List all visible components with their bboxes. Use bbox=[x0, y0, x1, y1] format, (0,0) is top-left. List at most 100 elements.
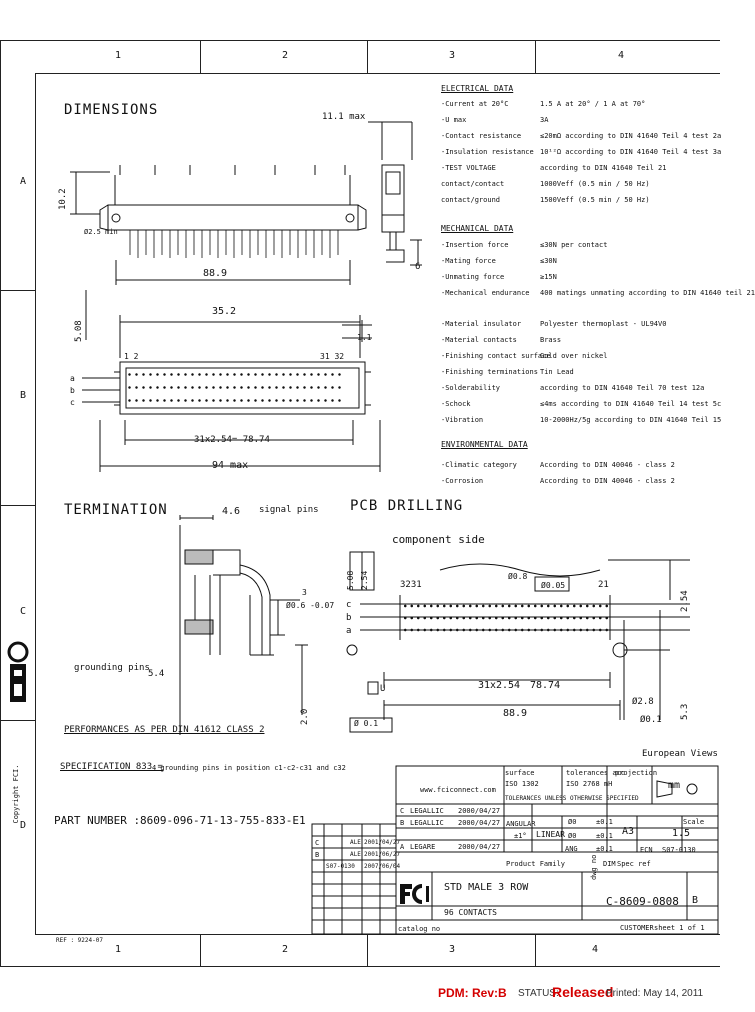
pcb-31x: 31x bbox=[478, 680, 497, 691]
pin-row-dots bbox=[126, 368, 344, 412]
printed-date: Printed: May 14, 2011 bbox=[606, 988, 704, 999]
spec-value: ≥15N bbox=[540, 273, 557, 281]
rev-date-cell: 2000/04/27 bbox=[458, 807, 501, 815]
dim-max-11: 11.1 max bbox=[322, 112, 366, 122]
col-label-4-bottom: 4 bbox=[592, 944, 599, 955]
spec-label: -Finishing terminations bbox=[441, 368, 538, 376]
spec-value: Brass bbox=[540, 336, 562, 344]
pcb-0-05: Ø0.05 bbox=[541, 581, 566, 590]
rev-date-cell: 2000/04/27 bbox=[458, 843, 501, 851]
spec-label: -TEST VOLTAGE bbox=[441, 164, 496, 172]
row-c-label: c bbox=[70, 398, 75, 407]
spec-label: contact/contact bbox=[441, 180, 505, 188]
rev-cell: B bbox=[400, 819, 405, 827]
log-rev: B bbox=[315, 851, 320, 859]
pcb-0-8: Ø0.8 bbox=[508, 572, 528, 581]
spec-value: Gold over nickel bbox=[540, 352, 608, 360]
log-by: ALE bbox=[350, 851, 361, 858]
part-number-label: PART NUMBER : bbox=[54, 814, 141, 827]
drawing-title-2: 96 CONTACTS bbox=[444, 908, 497, 917]
part-number-value: 8609-096-71-13-755-833-E1 bbox=[140, 814, 306, 827]
size-value: A3 bbox=[622, 826, 635, 837]
pcb-01-datum: Ø 0.1 bbox=[354, 719, 379, 728]
spec-label: contact/ground bbox=[441, 196, 501, 204]
pcb-2-54-mid: 2.54 bbox=[496, 680, 521, 691]
spec-label: -Current at 20°C bbox=[441, 100, 509, 108]
col-label-1-bottom: 1 bbox=[115, 944, 122, 955]
row-a-label: a bbox=[70, 374, 75, 383]
spec-label: -Contact resistance bbox=[441, 132, 522, 140]
website-label: www.fciconnect.com bbox=[420, 786, 496, 794]
spec-value: Polyester thermoplast - UL94V0 bbox=[540, 320, 667, 328]
scale-value: 1.5 bbox=[672, 828, 691, 839]
spec-value: According to DIN 40046 - class 2 bbox=[540, 461, 675, 469]
pcb-2-8: Ø2.8 bbox=[632, 697, 654, 707]
tol-a-2: Ø0 bbox=[568, 832, 577, 840]
electrical-title: ELECTRICAL DATA bbox=[441, 84, 514, 93]
pcb-5-3: 5.3 bbox=[680, 703, 690, 720]
dim-3: 3 bbox=[302, 588, 307, 597]
specification-text: 4 grounding pins in position c1-c2-c31 a… bbox=[152, 764, 346, 772]
spec-label: -Vibration bbox=[441, 416, 484, 424]
angular-label: ANGULAR bbox=[506, 820, 536, 828]
tol-b-3: ±0.1 bbox=[596, 845, 613, 853]
tolerances-label: tolerances acc bbox=[566, 769, 626, 777]
pin-label-31-32: 31 32 bbox=[320, 352, 345, 361]
rev-cell: A bbox=[400, 843, 405, 851]
rev-date-cell: 2000/04/27 bbox=[458, 819, 501, 827]
spec-ref-label: Spec ref bbox=[617, 860, 651, 868]
log-by: S07-0130 bbox=[326, 863, 355, 870]
col-label-2-bottom: 2 bbox=[282, 944, 289, 955]
environmental-title: ENVIRONMENTAL DATA bbox=[441, 440, 528, 449]
status-label: STATUS: bbox=[518, 988, 559, 999]
dim-2-5: Ø2.5 min bbox=[84, 228, 118, 236]
fci-title-logo bbox=[398, 878, 430, 908]
spec-value: ≤30N bbox=[540, 257, 557, 265]
spec-label: -Mechanical endurance bbox=[441, 289, 530, 297]
front-view-drawing bbox=[70, 121, 422, 472]
surface-sub: ISO 1302 bbox=[505, 780, 539, 788]
customer-label: CUSTOMER bbox=[620, 924, 654, 932]
dim-0-6: Ø0.6 -0.07 bbox=[286, 601, 335, 610]
pcb-21: 21 bbox=[598, 580, 609, 590]
log-by: ALE bbox=[350, 839, 361, 846]
rev-by-cell: LEGALLIC bbox=[410, 807, 444, 815]
pcb-b-label: b bbox=[346, 613, 352, 623]
pcb-3231: 3231 bbox=[400, 580, 422, 590]
tol-b-1: ±0.1 bbox=[596, 818, 613, 826]
spec-label: -Material contacts bbox=[441, 336, 517, 344]
copyright-text: Copyright FCI. bbox=[12, 764, 20, 824]
product-family-label: Product Family bbox=[506, 860, 566, 868]
pcb-2-54-left: 2.54 bbox=[360, 570, 369, 590]
dim-35-2: 35.2 bbox=[212, 306, 237, 317]
row-label-c: C bbox=[20, 606, 27, 617]
row-label-d: D bbox=[20, 820, 27, 831]
spec-label: -Solderability bbox=[441, 384, 501, 392]
pcb-c-label: c bbox=[346, 600, 352, 610]
termination-drawing bbox=[179, 515, 308, 735]
specification-label: SPECIFICATION 833 = bbox=[60, 762, 163, 772]
performance-note: PERFORMANCES AS PER DIN 41612 CLASS 2 bbox=[64, 725, 265, 735]
dim-label: DIM bbox=[603, 860, 616, 868]
pcb-2-54-right: 2.54 bbox=[680, 590, 690, 612]
tol-b-2: ±0.1 bbox=[596, 832, 613, 840]
spec-value: according to DIN 41640 Teil 70 test 12a bbox=[540, 384, 705, 392]
dim-2: 2.0 bbox=[300, 708, 310, 725]
dim-31x2-54: 31x2.54= 78.74 bbox=[194, 435, 270, 445]
component-side-label: component side bbox=[392, 533, 485, 546]
grounding-pins-label: grounding pins bbox=[74, 663, 150, 673]
spec-value: According to DIN 40046 - class 2 bbox=[540, 477, 675, 485]
dim-94-max: 94 max bbox=[212, 460, 249, 471]
pin-label-1-2: 1 2 bbox=[124, 352, 139, 361]
spec-value: 10-2000Hz/5g according to DIN 41640 Teil… bbox=[540, 416, 722, 424]
pcb-hole-pattern bbox=[402, 600, 608, 636]
pcb-5-08: 5.08 bbox=[346, 570, 355, 590]
dimensions-title: DIMENSIONS bbox=[64, 102, 159, 118]
spec-label: -Climatic category bbox=[441, 461, 517, 469]
tolerances-sub: ISO 2768 mH bbox=[566, 780, 613, 788]
dim-6: 6 bbox=[415, 262, 421, 272]
col-label-3-bottom: 3 bbox=[449, 944, 456, 955]
termination-title: TERMINATION bbox=[64, 502, 168, 518]
pcb-drilling-title: PCB DRILLING bbox=[350, 498, 464, 514]
dwg-no-label: dwg no bbox=[590, 854, 598, 880]
